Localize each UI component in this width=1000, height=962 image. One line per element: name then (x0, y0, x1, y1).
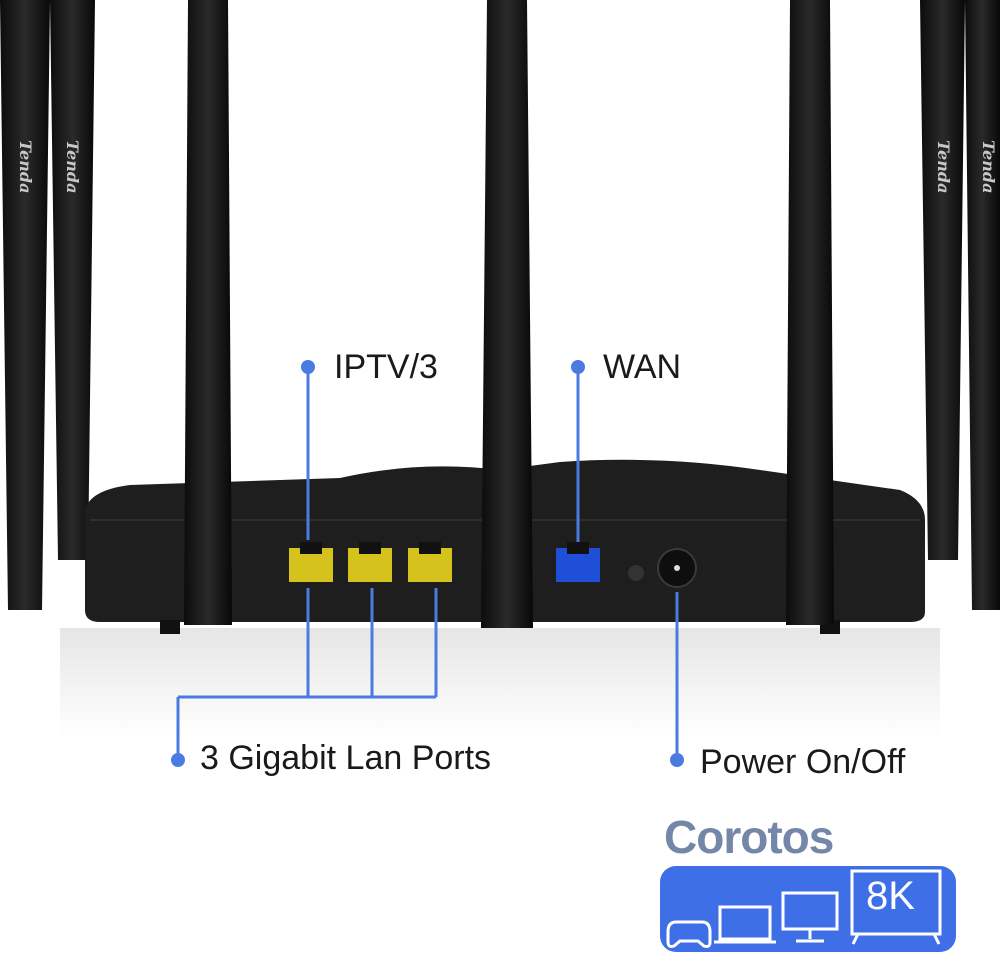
antenna-inner-1 (184, 0, 232, 625)
callout-iptv: IPTV/3 (334, 348, 438, 386)
antenna-brand-logo: Tenda (16, 140, 35, 194)
watermark: Corotos (664, 811, 834, 863)
antenna-inner-2 (481, 0, 533, 628)
feature-badge (660, 866, 956, 952)
antenna-left (0, 0, 95, 610)
power-jack (657, 548, 697, 588)
callout-lan-ports: 3 Gigabit Lan Ports (200, 739, 492, 777)
antenna-brand-logo: Tenda (979, 140, 998, 194)
antenna-brand-logo: Tenda (63, 140, 82, 194)
table-reflection (60, 628, 940, 738)
lan-port-2 (348, 542, 392, 582)
tv-icon (850, 869, 942, 945)
reset-button (628, 565, 644, 581)
callout-lines (176, 367, 679, 760)
callout-wan: WAN (603, 348, 682, 386)
lan-port-3 (408, 542, 452, 582)
lan-port-1 (289, 542, 333, 582)
callout-dots (171, 360, 684, 767)
gamepad-icon (666, 920, 712, 948)
wan-port (556, 542, 600, 582)
callout-power: Power On/Off (700, 743, 906, 781)
antenna-inner-3 (786, 0, 834, 625)
monitor-icon (781, 891, 839, 943)
badge-8k-label: 8K (866, 874, 915, 918)
antenna-brand-logo: Tenda (934, 140, 953, 194)
laptop-icon (714, 905, 776, 944)
antenna-right (920, 0, 1000, 610)
